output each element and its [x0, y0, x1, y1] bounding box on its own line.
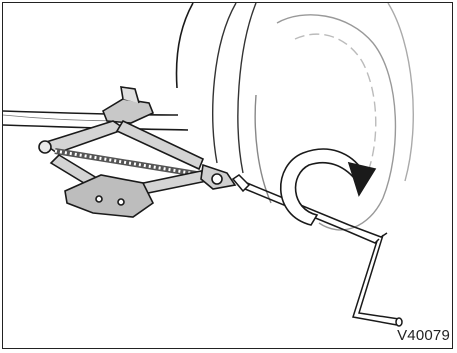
- figure-code-label: V40079: [397, 327, 450, 344]
- car-body: [3, 3, 193, 130]
- wheel: [213, 3, 413, 230]
- scissor-jack: [39, 87, 235, 217]
- figure-frame: V40079: [2, 2, 453, 349]
- jack-illustration: [3, 3, 453, 349]
- jack-handle: [233, 175, 402, 326]
- rotation-arrow-icon: [281, 149, 375, 225]
